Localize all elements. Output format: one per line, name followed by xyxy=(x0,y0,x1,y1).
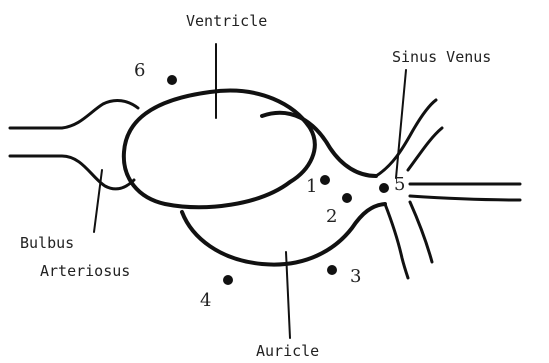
bulbus-label-line2: Arteriosus xyxy=(40,262,130,280)
auricle-label: Auricle xyxy=(256,342,319,360)
sinus-venus-label: Sinus Venus xyxy=(392,48,491,66)
bulbus-vessel-lower xyxy=(10,156,134,189)
auricle-upper-contour xyxy=(262,113,376,176)
point-5-label: 5 xyxy=(394,174,405,195)
point-2-label: 2 xyxy=(326,206,337,227)
bulbus-vessel-upper xyxy=(10,101,138,128)
auricle-outline xyxy=(182,204,385,265)
point-1-label: 1 xyxy=(306,176,317,197)
point-6-dot xyxy=(167,75,177,85)
sinus-vessel-lower xyxy=(385,204,408,278)
point-4-label: 4 xyxy=(200,290,211,311)
ventricle-outline xyxy=(124,91,315,208)
sinus-vessel-lower-inner xyxy=(410,202,432,262)
point-1-dot xyxy=(320,175,330,185)
sinus-venus-leader xyxy=(396,70,406,178)
point-2-dot xyxy=(342,193,352,203)
ventricle-label: Ventricle xyxy=(186,12,267,30)
point-5-dot xyxy=(379,183,389,193)
point-3-label: 3 xyxy=(350,266,361,287)
sinus-vessel-mid-lower xyxy=(410,196,520,200)
point-4-dot xyxy=(223,275,233,285)
sinus-vessel-upper-inner xyxy=(408,128,442,170)
bulbus-label-line1: Bulbus xyxy=(20,234,74,252)
point-6-label: 6 xyxy=(134,60,145,81)
sinus-vessel-upper xyxy=(376,100,436,176)
point-3-dot xyxy=(327,265,337,275)
